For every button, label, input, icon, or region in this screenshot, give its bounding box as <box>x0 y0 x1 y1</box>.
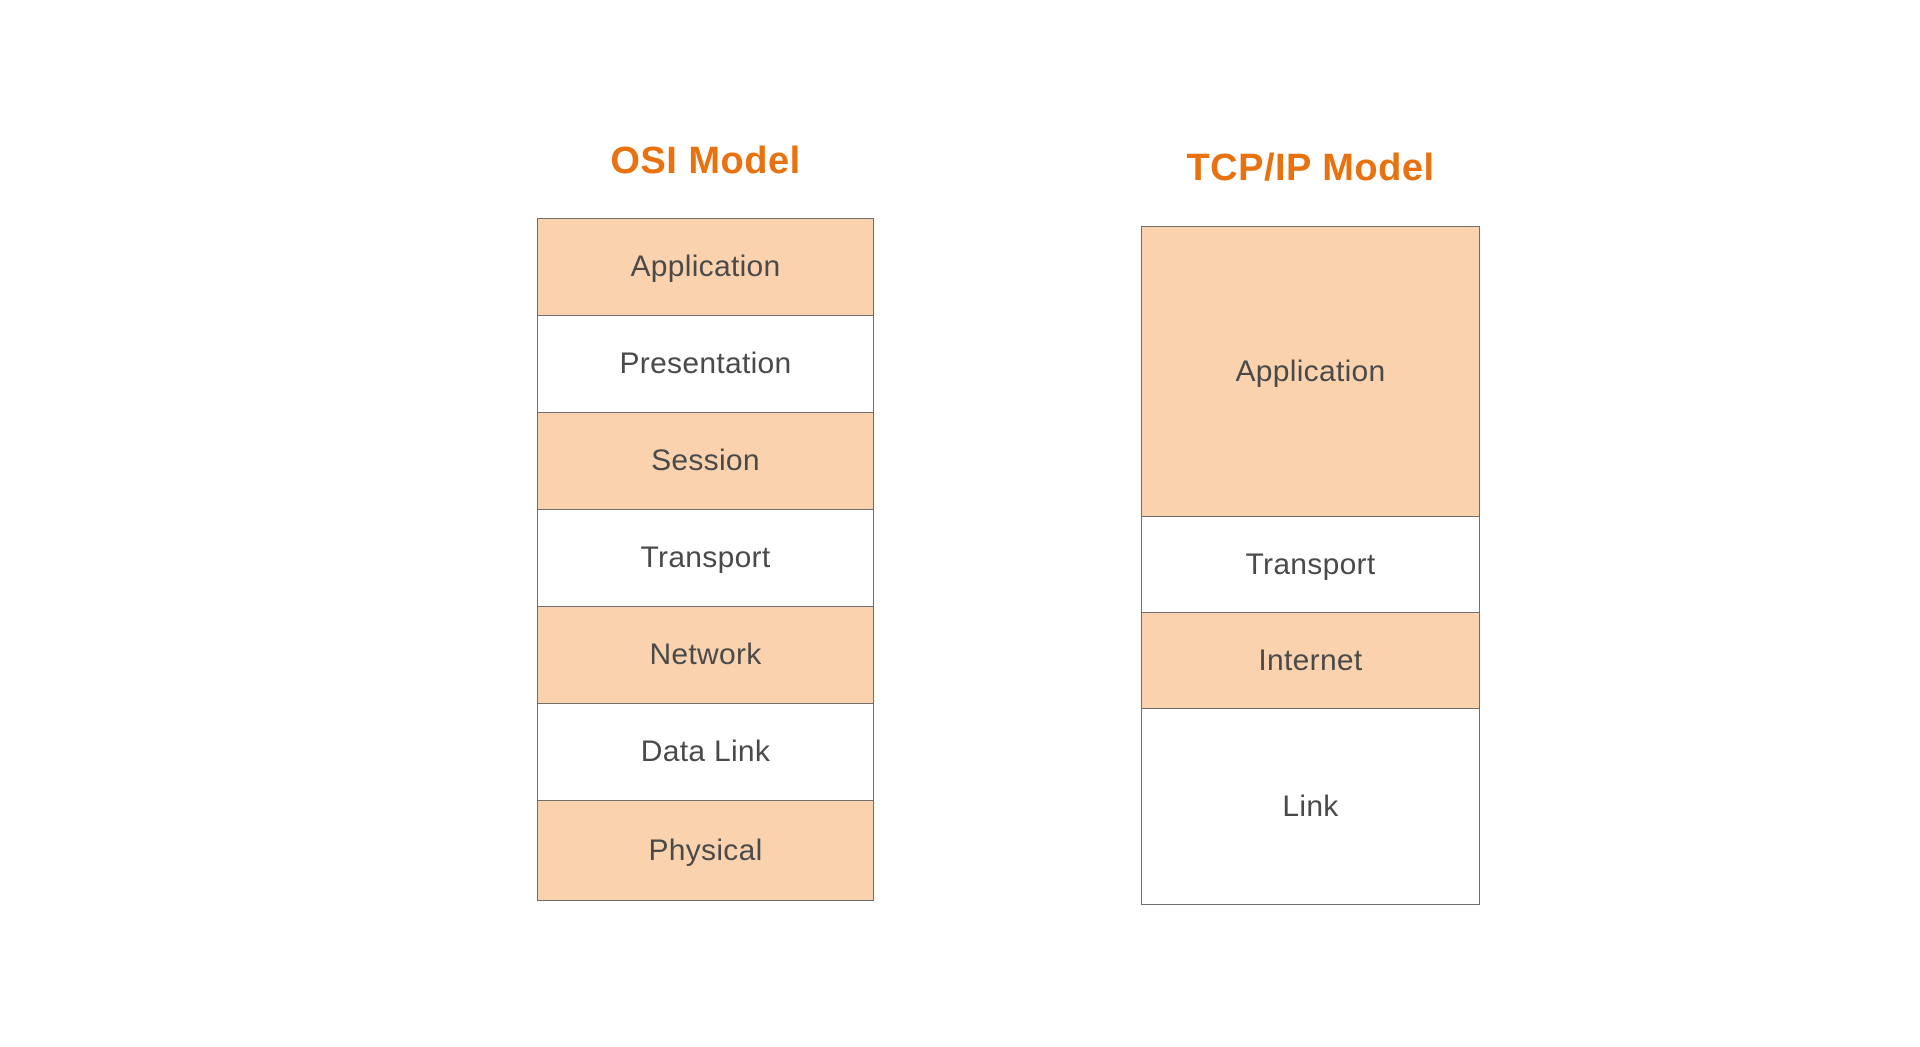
osi-layer-presentation: Presentation <box>538 316 873 413</box>
tcpip-layer-internet-label: Internet <box>1258 643 1363 677</box>
tcpip-model-title: TCP/IP Model <box>1186 147 1435 189</box>
tcpip-layer-application: Application <box>1142 227 1479 517</box>
osi-layer-session: Session <box>538 413 873 510</box>
osi-layer-physical: Physical <box>538 801 873 900</box>
osi-layer-physical-label: Physical <box>648 833 763 867</box>
osi-layer-transport-label: Transport <box>640 541 771 574</box>
osi-layer-presentation-label: Presentation <box>619 347 792 380</box>
tcpip-model-stack: Application Transport Internet Link <box>1141 226 1480 905</box>
osi-layer-session-label: Session <box>651 444 760 477</box>
osi-layer-application-label: Application <box>630 250 781 283</box>
tcpip-layer-link-label: Link <box>1282 789 1339 823</box>
osi-layer-application: Application <box>538 219 873 316</box>
osi-layer-transport: Transport <box>538 510 873 607</box>
tcpip-layer-internet: Internet <box>1142 613 1479 709</box>
osi-layer-network: Network <box>538 607 873 704</box>
osi-layer-network-label: Network <box>649 638 762 671</box>
tcpip-layer-transport-label: Transport <box>1245 547 1376 581</box>
tcpip-layer-transport: Transport <box>1142 517 1479 613</box>
osi-model-stack: Application Presentation Session Transpo… <box>537 218 874 901</box>
tcpip-layer-link: Link <box>1142 709 1479 904</box>
osi-layer-data-link: Data Link <box>538 704 873 801</box>
osi-layer-data-link-label: Data Link <box>640 735 771 768</box>
osi-model-title: OSI Model <box>610 140 801 182</box>
tcpip-layer-application-label: Application <box>1235 354 1386 388</box>
